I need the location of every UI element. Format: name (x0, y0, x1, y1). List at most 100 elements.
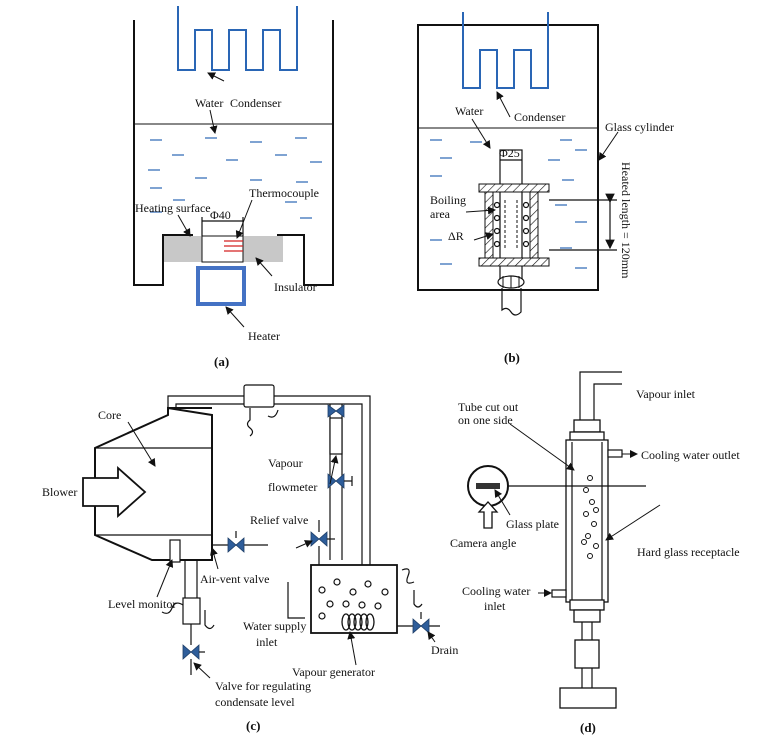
sleeve-right (529, 191, 539, 259)
label-insulator: Insulator (274, 280, 317, 294)
heated-length-dimension (549, 193, 617, 251)
label-water-b: Water (455, 104, 483, 118)
valve-condensate (182, 644, 200, 660)
leader-glass-cylinder (598, 131, 619, 161)
insulator-block-left (164, 236, 202, 262)
hook-level (204, 610, 215, 630)
flange-top-d (573, 419, 601, 433)
leader-heater (225, 306, 245, 328)
label-flowmeter: flowmeter (268, 480, 317, 494)
flange-top (478, 183, 550, 193)
leader-thermocouple (235, 199, 253, 239)
core-vessel-outline (94, 406, 213, 561)
leader-vapour-gen (347, 631, 357, 666)
label-heater: Heater (248, 329, 280, 343)
label-boiling: Boiling (430, 193, 466, 207)
label-valve-regulating: Valve for regulating (215, 679, 311, 693)
condensate-pipe (184, 560, 198, 598)
label-cooling-inlet: inlet (484, 599, 506, 613)
leader-condensate-valve (193, 662, 211, 679)
label-condenser-a: Condenser (230, 96, 281, 110)
label-blower: Blower (42, 485, 77, 499)
label-cooling-water: Cooling water (462, 584, 530, 598)
panel-d: Vapour inlet Tube cut out on one side Co… (450, 371, 740, 735)
bottom-block (574, 639, 600, 669)
leader-boiling-area (465, 206, 496, 215)
boiling-bubbles (493, 201, 530, 248)
label-core: Core (98, 408, 121, 422)
label-phi40: Φ40 (210, 208, 231, 222)
caption-b: (b) (504, 350, 520, 365)
label-condenser-b: Condenser (514, 110, 565, 124)
condenser-coil-b (462, 12, 549, 89)
leader-water-b (471, 118, 491, 149)
leader-condenser-a (207, 72, 225, 82)
label-phi25: Φ25 (499, 146, 520, 160)
label-heated-length: Heated length = 120mm (619, 162, 633, 279)
label-relief-valve: Relief valve (250, 513, 308, 527)
level-monitor (169, 539, 181, 563)
caption-c: (c) (246, 718, 260, 733)
label-glass-cylinder: Glass cylinder (605, 120, 674, 134)
hook-a (267, 409, 279, 418)
caption-a: (a) (214, 354, 229, 369)
label-vapour: Vapour (268, 456, 303, 470)
label-heating-surface: Heating surface (135, 201, 211, 215)
tube-connector (497, 275, 525, 316)
valve-relief (310, 531, 328, 547)
thermocouple-wires (224, 240, 243, 252)
receptacle-bubbles (581, 475, 599, 559)
pipe-return (274, 395, 371, 565)
panel-a: Water Condenser Thermocouple Heating sur… (133, 6, 334, 369)
label-delta-r: ΔR (448, 229, 464, 243)
lower-pipe (581, 622, 593, 640)
condensate-chamber (182, 597, 201, 625)
blower-arrow (82, 465, 147, 519)
generator-bubbles (318, 578, 389, 620)
pipe-core-top (167, 395, 244, 408)
sleeve-left (484, 191, 494, 259)
flange-bottom-d (569, 599, 605, 611)
top-junction (243, 384, 275, 408)
leader-condenser-b (496, 91, 511, 118)
leader-glass-plate (494, 489, 511, 516)
label-glass-plate: Glass plate (506, 517, 559, 531)
leader-delta-r (473, 232, 494, 241)
leader-water-a (209, 109, 218, 134)
label-hard-glass: Hard glass receptacle (637, 545, 740, 559)
label-water-supply-inlet: inlet (256, 635, 278, 649)
heating-block (201, 235, 244, 263)
leader-insulator (255, 257, 273, 277)
leader-heating-surface (177, 214, 191, 237)
label-water-a: Water (195, 96, 223, 110)
leader-relief (295, 540, 313, 549)
caption-d: (d) (580, 720, 596, 735)
heater-box (196, 266, 246, 306)
container-a-left (133, 20, 193, 286)
camera-angle-arrow (477, 501, 499, 529)
thermo-wire-level (161, 602, 184, 614)
leader-flowmeter (329, 455, 339, 485)
label-camera-angle: Camera angle (450, 536, 516, 550)
label-drain: Drain (431, 643, 458, 657)
leader-core (127, 421, 156, 467)
panel-c: Core Blower Vapour flowmeter Relief valv… (42, 384, 458, 733)
label-one-side: on one side (458, 413, 513, 427)
label-level-monitor: Level monitor (108, 597, 176, 611)
leader-level-monitor (156, 559, 174, 598)
panel-b: Water Condenser Glass cylinder Φ25 Boili… (417, 12, 674, 365)
cooling-inlet-nozzle (551, 589, 567, 598)
flange-bottom (478, 257, 550, 267)
insulator-block-right (243, 236, 283, 262)
container-b (417, 24, 599, 291)
label-thermocouple: Thermocouple (249, 186, 319, 200)
leader-tube-cut (509, 423, 575, 471)
valve-drain (412, 618, 430, 634)
label-area: area (430, 207, 451, 221)
label-tube-cut: Tube cut out (458, 400, 519, 414)
heating-coil (341, 613, 375, 631)
label-vapour-inlet: Vapour inlet (636, 387, 696, 401)
label-vapour-generator: Vapour generator (292, 665, 375, 679)
label-cooling-water-outlet: Cooling water outlet (641, 448, 740, 462)
